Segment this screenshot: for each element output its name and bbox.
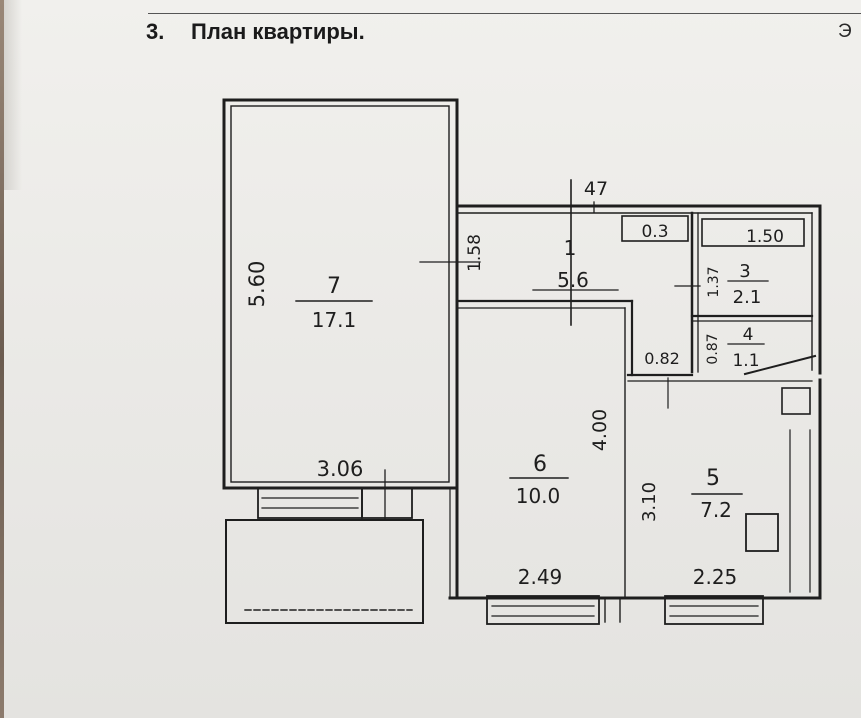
dim-closet: 0.3 [641,222,668,242]
page-binding-edge [0,0,4,718]
cut-off-text: Э [838,21,852,42]
dim-corridor-top: 47 [584,178,608,200]
room-4-number: 4 [743,325,754,345]
kitchen-stove [745,513,779,552]
walls [222,98,822,625]
kitchen-window [664,595,764,625]
room-7-number: 7 [327,274,341,299]
dim-kitchen-depth: 3.10 [639,482,660,522]
room-1-number: 1 [564,236,577,260]
dim-bath-width: 1.50 [746,227,784,247]
dim-room7-length: 5.60 [245,261,269,308]
room-6-number: 6 [533,452,547,477]
room-5-number: 5 [706,466,720,491]
room-7-area: 17.1 [312,308,357,332]
dimension-labels: 5.60 3.06 1.58 47 0.3 1.50 1.37 0.87 0.8… [245,178,784,589]
dim-bath-depth: 1.37 [706,266,722,297]
room-labels: 7 17.1 1 5.6 3 2.1 4 1.1 6 10.0 5 7.2 [312,236,762,522]
section-title: План квартиры. [191,19,365,44]
section-heading: 3. План квартиры. [146,19,365,45]
kitchen-vent [781,387,811,415]
room-3-area: 2.1 [733,287,762,308]
dim-room7-width: 3.06 [317,457,364,481]
closet [621,215,689,242]
room-1-area: 5.6 [557,268,589,292]
dim-passage: 0.82 [644,349,680,368]
balcony-door [361,487,413,519]
room-5-area: 7.2 [700,498,732,522]
page-fold-shadow [0,0,22,190]
room-4-area: 1.1 [732,351,759,371]
room-7-inner-wall [230,105,450,483]
room-6-window [486,595,600,625]
balcony [225,519,424,624]
bath-tub [701,218,805,247]
room-6-area: 10.0 [516,484,561,508]
dim-kitchen-width: 2.25 [693,565,738,589]
dim-wc-depth: 0.87 [705,333,721,364]
room-3-number: 3 [739,261,750,282]
dim-room6-depth: 4.00 [589,409,611,451]
balcony-window [257,487,363,519]
dim-room6-width: 2.49 [518,565,563,589]
dim-corridor-width: 1.58 [465,234,485,272]
section-number: 3. [146,19,165,44]
header-rule [148,13,861,14]
